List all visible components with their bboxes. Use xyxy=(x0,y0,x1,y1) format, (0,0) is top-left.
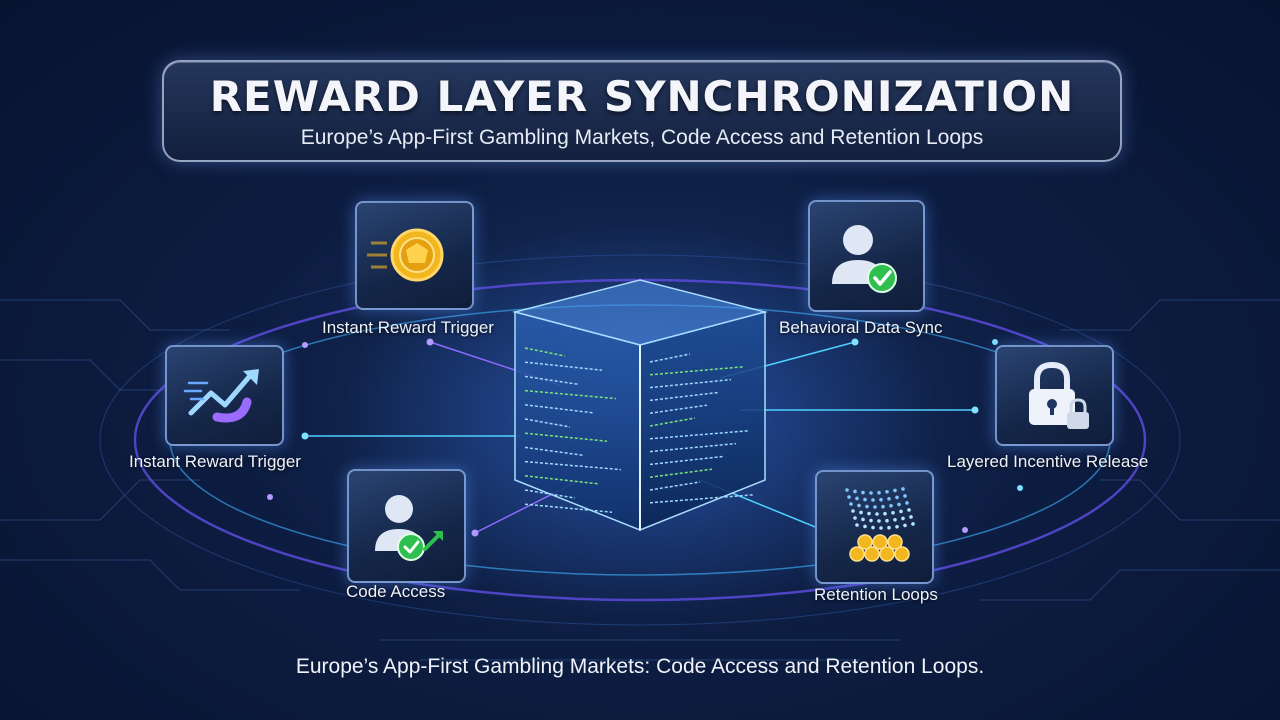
code-line xyxy=(649,455,725,466)
wave-dot xyxy=(845,488,849,492)
wave-dot xyxy=(901,516,905,521)
node-label-instant-reward-trigger-left: Instant Reward Trigger xyxy=(129,452,301,471)
wave-dot xyxy=(889,503,893,508)
code-line xyxy=(649,481,701,491)
code-line xyxy=(524,361,603,371)
user-check-arrow-icon xyxy=(375,495,443,561)
wave-dot xyxy=(885,489,889,494)
node-label-layered-incentive-release: Layered Incentive Release xyxy=(947,452,1149,471)
coin-icon xyxy=(367,228,444,282)
code-line xyxy=(524,489,576,499)
trend-arrow-icon xyxy=(183,369,259,423)
wave-dot xyxy=(897,502,901,507)
code-line xyxy=(649,442,737,453)
node-card-instant-reward-trigger-top xyxy=(355,201,474,310)
wave-dot xyxy=(893,517,897,522)
node-card-layered-incentive-release xyxy=(995,345,1114,446)
wave-dot xyxy=(863,524,867,529)
page-subtitle: Europe’s App-First Gambling Markets, Cod… xyxy=(300,126,984,149)
code-line xyxy=(524,375,580,386)
wave-dot xyxy=(859,510,863,515)
code-line xyxy=(649,353,691,363)
code-line xyxy=(649,417,696,427)
wave-dot xyxy=(891,510,895,515)
node-card-instant-reward-trigger-left xyxy=(165,345,284,446)
wave-dot xyxy=(861,490,865,495)
wave-dot xyxy=(899,509,903,514)
code-line xyxy=(524,404,594,414)
wave-dot xyxy=(887,496,891,501)
wave-dot xyxy=(885,518,889,523)
wave-dot xyxy=(873,505,877,509)
circuit-traces xyxy=(0,299,1280,661)
wave-dot xyxy=(895,524,899,529)
user-check-icon xyxy=(832,225,897,293)
wave-dot xyxy=(903,523,907,528)
node-card-behavioral-data-sync xyxy=(808,200,925,312)
page-title: REWARD LAYER SYNCHRONIZATION xyxy=(209,72,1075,121)
wave-dot xyxy=(869,518,873,523)
wave-dot xyxy=(911,522,915,526)
wave-dot xyxy=(877,490,881,495)
node-label-instant-reward-trigger-top: Instant Reward Trigger xyxy=(322,318,494,337)
wave-dot xyxy=(847,495,851,499)
node-label-behavioral-data-sync: Behavioral Data Sync xyxy=(779,318,943,337)
wave-dot xyxy=(857,503,861,508)
lock-icon xyxy=(1029,361,1089,429)
node-label-code-access: Code Access xyxy=(346,582,446,601)
wave-dot xyxy=(867,511,871,516)
code-line xyxy=(649,430,749,440)
wave-dot xyxy=(877,519,881,523)
wave-dot xyxy=(871,525,875,530)
node-label-retention-loops: Retention Loops xyxy=(814,585,938,604)
code-line xyxy=(524,503,613,513)
wave-dot xyxy=(881,504,885,509)
wave-dot xyxy=(869,491,873,495)
wave-dot xyxy=(865,504,869,509)
code-line xyxy=(524,475,599,485)
code-line xyxy=(649,494,754,504)
wave-dot xyxy=(907,508,911,512)
code-line xyxy=(524,432,608,442)
code-line xyxy=(524,418,571,428)
wave-dot xyxy=(909,515,913,519)
wave-dot xyxy=(875,512,879,516)
code-line xyxy=(649,366,744,376)
title-panel: REWARD LAYER SYNCHRONIZATION Europe’s Ap… xyxy=(162,60,1122,162)
wave-dot xyxy=(855,523,859,527)
code-line xyxy=(524,389,617,400)
wave-dot xyxy=(883,511,887,516)
wave-dot xyxy=(895,495,899,500)
code-cube xyxy=(512,279,768,532)
wave-dot xyxy=(849,502,853,506)
wave-dot xyxy=(893,488,897,493)
code-line xyxy=(649,391,720,402)
cube-code-lines xyxy=(524,347,754,513)
wave-dot xyxy=(879,526,883,530)
code-line xyxy=(649,378,732,389)
wave-dot xyxy=(901,487,905,491)
coin-stack-icon xyxy=(845,487,915,562)
wave-dot xyxy=(887,525,891,530)
wave-dot xyxy=(879,497,883,502)
node-card-code-access xyxy=(347,469,466,583)
node-card-retention-loops xyxy=(815,470,934,584)
wave-dot xyxy=(853,516,857,520)
wave-dot xyxy=(905,501,909,505)
code-line xyxy=(649,468,713,478)
wave-dot xyxy=(861,517,865,522)
caption: Europe’s App-First Gambling Markets: Cod… xyxy=(295,655,985,678)
dot-wave xyxy=(845,487,915,530)
code-line xyxy=(524,347,566,357)
code-line xyxy=(649,404,708,414)
wave-dot xyxy=(871,498,875,502)
wave-dot xyxy=(855,496,859,501)
wave-dot xyxy=(851,509,855,513)
code-line xyxy=(524,460,622,471)
wave-dot xyxy=(903,494,907,498)
wave-dot xyxy=(863,497,867,502)
wave-dot xyxy=(853,489,857,494)
orbit-ring-faint xyxy=(99,254,1181,626)
